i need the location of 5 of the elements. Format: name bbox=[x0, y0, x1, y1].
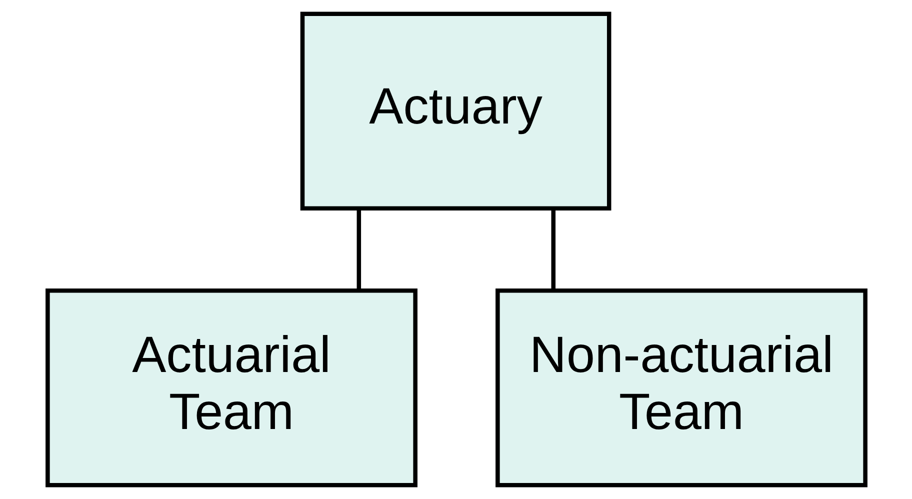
node-box: Actuary bbox=[300, 12, 611, 210]
connector bbox=[356, 208, 361, 290]
node-box: Non-actuarial Team bbox=[495, 288, 867, 488]
connector bbox=[550, 208, 555, 290]
node-box: Actuarial Team bbox=[45, 288, 417, 488]
